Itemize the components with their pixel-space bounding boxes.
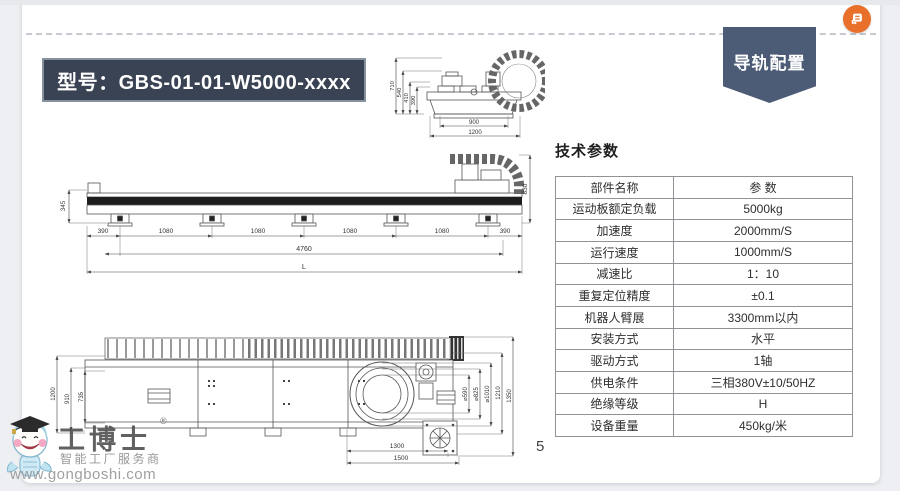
dim-label: 390 [98,228,109,235]
dim-label: 4760 [296,246,312,253]
end-view-drawing: 710 540 410 390 900 1200 [390,50,545,138]
param-value-cell: 水平 [673,327,853,351]
param-name-cell: 设备重量 [555,414,674,437]
plan-view-drawing: 1200 910 735 ⌀590 ⌀825 ⌀1010 1210 1350 1… [51,336,515,465]
window-top-edge [0,0,900,5]
dim-label: L [302,262,306,271]
param-name-cell: 驱动方式 [555,349,674,372]
param-value-cell: 2000mm/S [673,219,853,242]
param-name-cell: 加速度 [555,219,674,242]
extension-button[interactable] [843,5,871,33]
param-value-cell: 3300mm以内 [673,305,853,329]
page-number: 5 [536,438,545,455]
dashed-separator [26,33,876,35]
param-value-cell: H [673,392,853,416]
param-value-cell: 1000mm/S [673,240,853,264]
ribbon-label: 导轨配置 [733,54,806,73]
param-name-cell: 运行速度 [555,240,674,264]
document-page: 型号：GBS-01-01-W5000-xxxx 导轨配置 [22,0,880,483]
extension-icon [851,13,862,25]
param-value-cell: ±0.1 [673,284,853,307]
specs-heading: 技术参数 [555,143,620,160]
dim-label: 910 [65,393,71,404]
table-row: 供电条件三相380V±10/50HZ [555,370,853,394]
brand-text: 工博士 [58,425,151,455]
param-name-cell: 重复定位精度 [555,284,674,307]
table-header-row: 部件名称 参 数 [555,176,853,199]
dim-label: 1350 [507,389,513,403]
dim-label: 1200 [51,387,57,401]
ribbon-badge: 导轨配置 [723,27,816,103]
watermark: 工博士 ® 智能工厂服务商 www.gongboshi.com [2,406,202,490]
param-value-cell: 1：10 [673,262,853,286]
param-value-cell: 三相380V±10/50HZ [673,370,853,394]
website-url: www.gongboshi.com [10,466,157,483]
side-view-drawing: 345 830 390 1080 1080 1080 1080 390 4760… [60,154,532,274]
dim-label: ⌀1010 [485,385,491,403]
dim-label: 1080 [343,228,358,235]
param-value-cell: 450kg/米 [673,414,853,437]
param-name-cell: 机器人臂展 [555,305,674,329]
dim-label: 900 [469,120,480,126]
dim-label: 410 [404,93,410,103]
dim-label: 1080 [251,228,266,235]
mascot-logo [7,416,52,477]
dim-label: 345 [60,200,67,211]
model-badge-label: 型号：GBS-01-01-W5000-xxxx [57,71,351,94]
dim-label: 1300 [390,443,405,450]
dim-label: 710 [390,81,396,91]
dim-label: 1080 [159,228,174,235]
model-badge: 型号：GBS-01-01-W5000-xxxx [42,58,366,102]
dim-label: ⌀825 [474,387,480,401]
param-value-header: 参 数 [673,176,853,199]
dim-label: 540 [397,88,403,98]
param-name-cell: 绝缘等级 [555,392,674,416]
param-name-cell: 减速比 [555,262,674,286]
dim-label: 735 [79,391,85,402]
param-value-cell: 5000kg [673,197,853,221]
dim-label: 1500 [394,455,409,462]
param-name-cell: 供电条件 [555,370,674,394]
dim-label: ⌀590 [463,387,469,401]
param-name-cell: 安装方式 [555,327,674,351]
dim-label: 390 [411,96,417,106]
dim-label: 1210 [496,386,502,400]
dim-label: 390 [500,228,511,235]
dim-label: 1080 [435,228,450,235]
dim-label: 830 [522,183,529,194]
param-value-cell: 1轴 [673,349,853,372]
table-row: 安装方式水平 [555,327,853,351]
param-name-cell: 运动板额定负载 [555,197,674,221]
registered-mark: ® [160,416,167,426]
tagline-text: 智能工厂服务商 [60,452,162,466]
table-row: 重复定位精度±0.1 [555,284,853,307]
dim-label: 1200 [468,130,482,136]
param-name-header: 部件名称 [555,176,674,199]
